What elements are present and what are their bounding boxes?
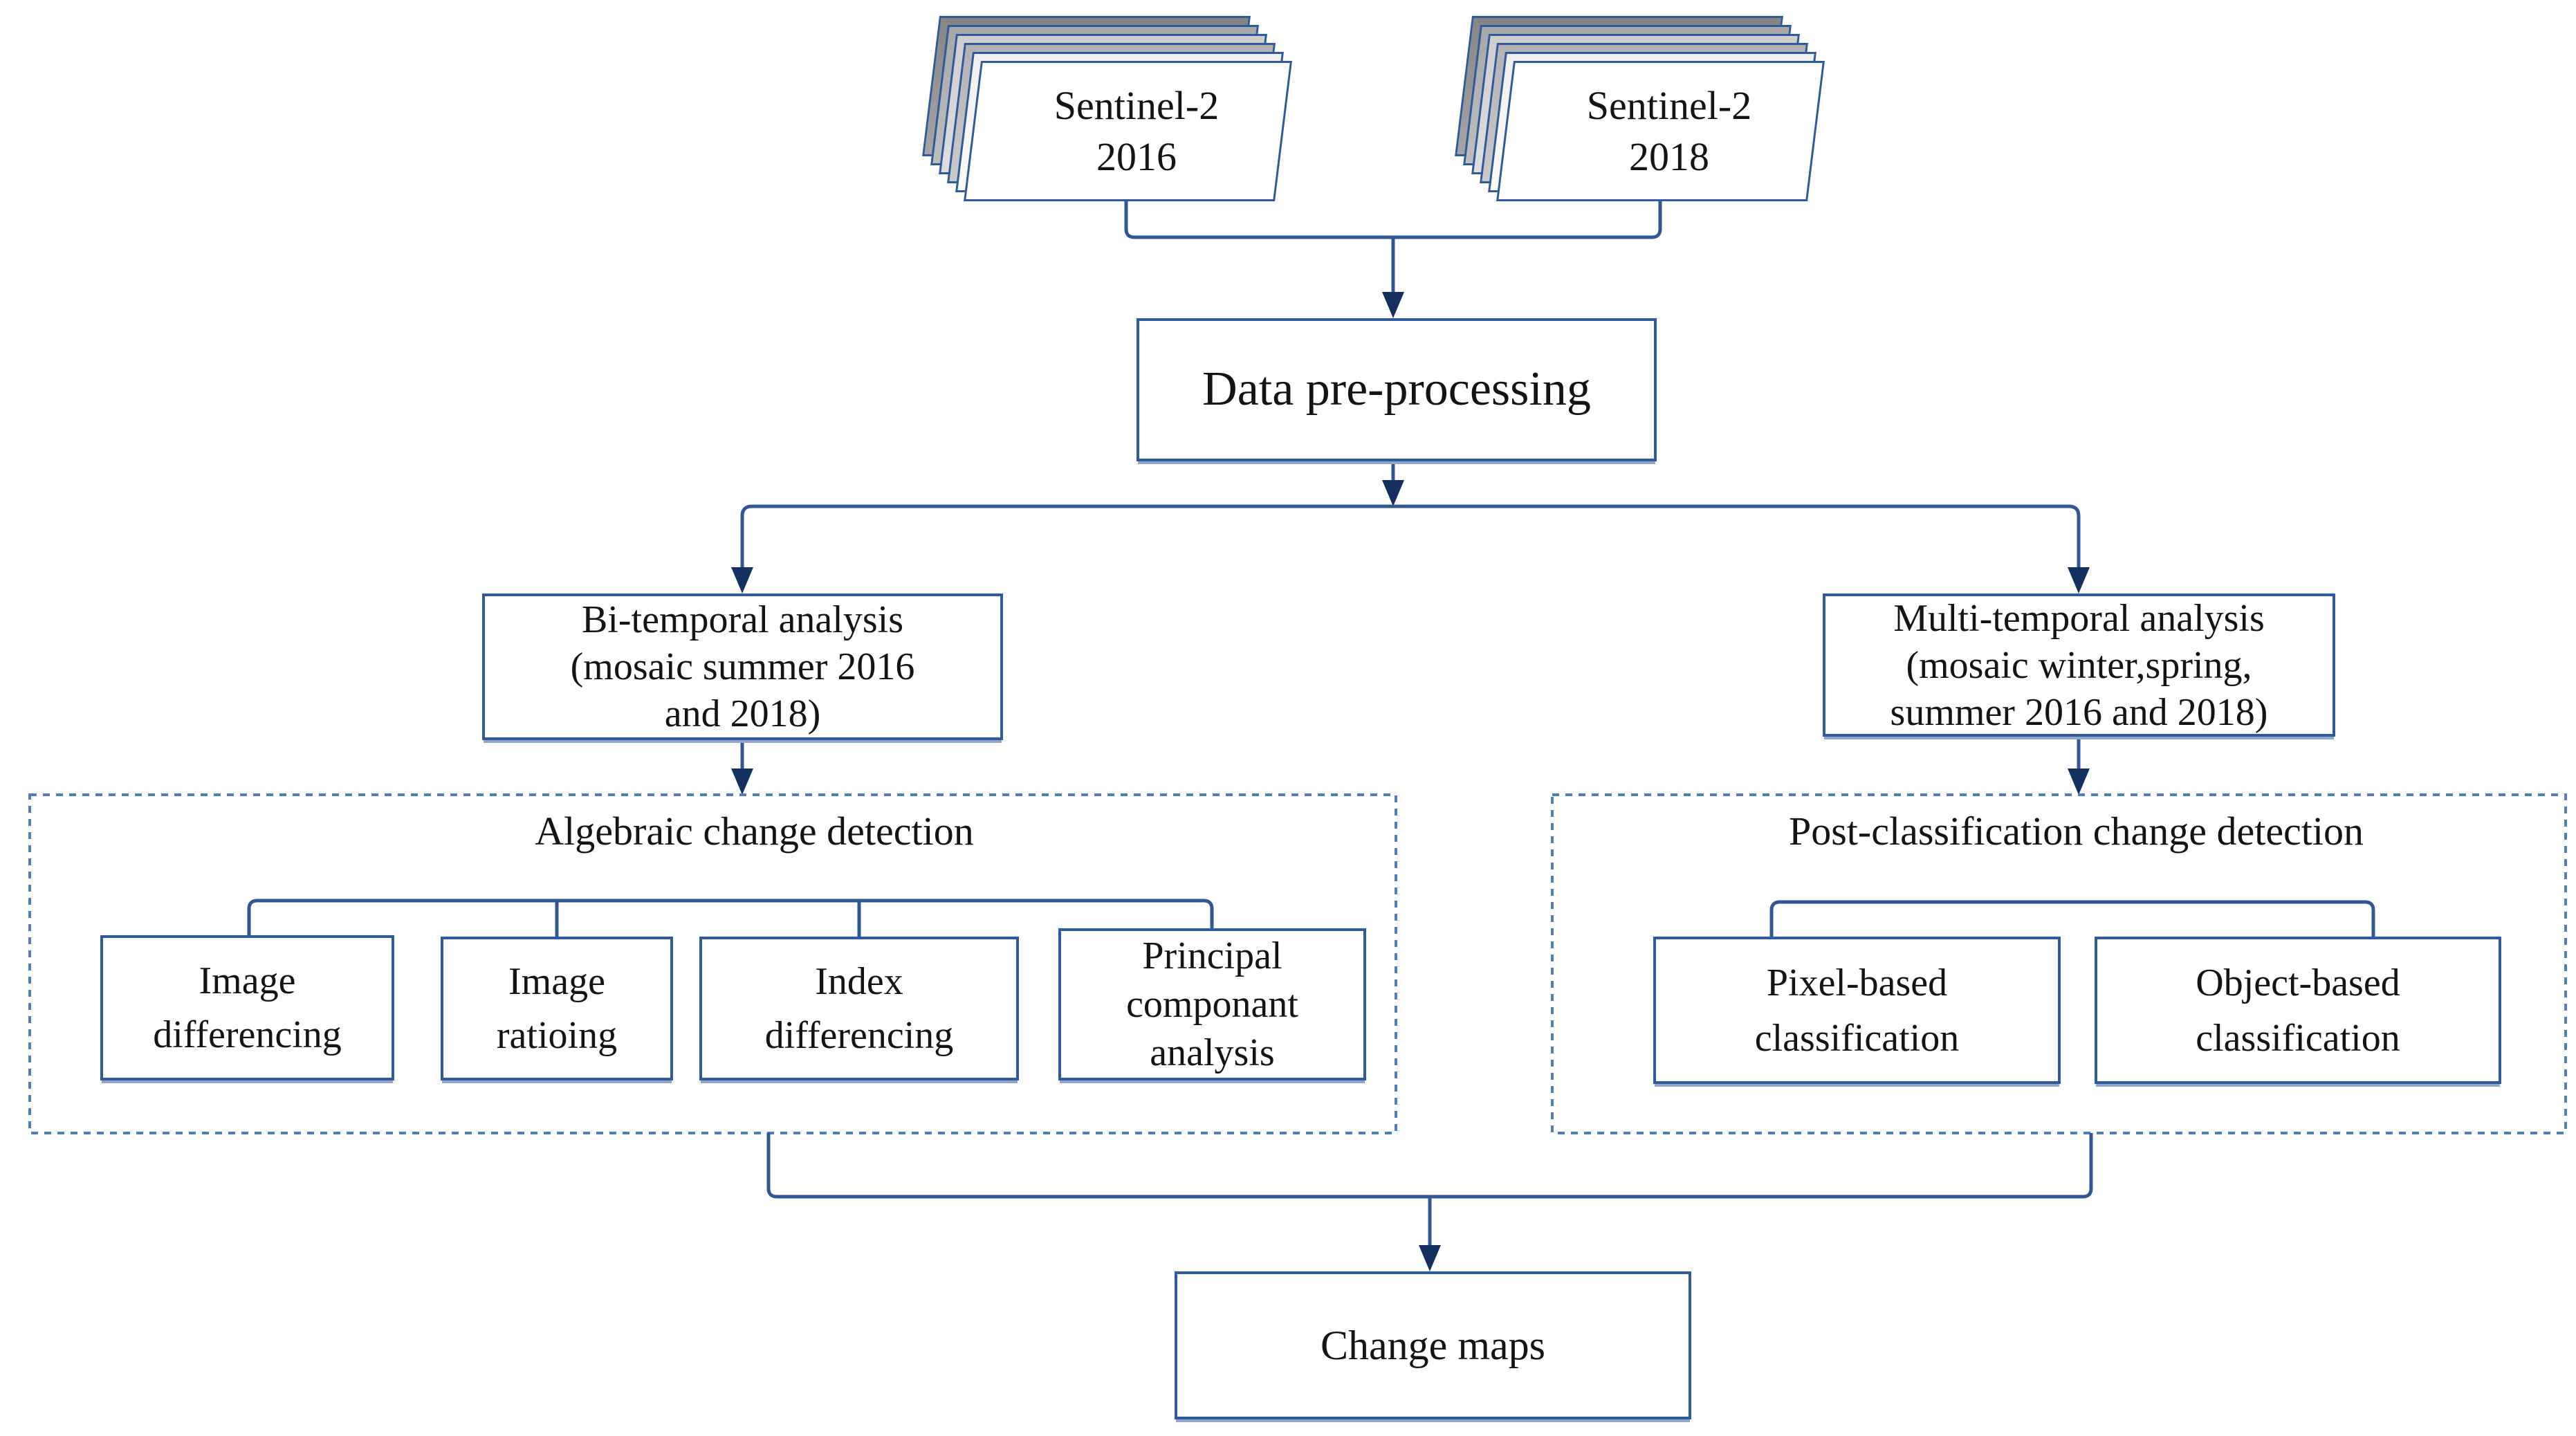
preprocessing-label: Data pre-processing	[1202, 362, 1591, 416]
method-line: differencing	[764, 1014, 954, 1057]
method-line: classification	[2196, 1016, 2400, 1060]
bitemporal-analysis-box: Bi-temporal analysis (mosaic summer 2016…	[482, 593, 1003, 740]
index-differencing-box: Index differencing	[699, 937, 1019, 1080]
method-line: Object-based	[2196, 961, 2400, 1004]
method-line: Principal	[1142, 935, 1282, 977]
arrowhead-into-change-maps	[1419, 1245, 1441, 1271]
method-line: analysis	[1150, 1031, 1275, 1074]
postclass-group-title: Post-classification change detection	[1788, 809, 2364, 854]
change-maps-box: Change maps	[1175, 1271, 1691, 1419]
postclass-group-border	[1551, 793, 2567, 1134]
method-line: Image	[508, 960, 605, 1003]
arrowhead-onto-split-line	[1382, 480, 1404, 506]
stack-label-line2: 2018	[1629, 134, 1709, 179]
bitemporal-line: (mosaic summer 2016	[570, 645, 915, 688]
method-line: Image	[199, 959, 296, 1002]
arrowhead-into-preprocessing	[1382, 292, 1404, 318]
method-line: componant	[1126, 983, 1298, 1026]
arrowhead-into-algebraic	[731, 768, 753, 795]
sentinel-2018-stack: Sentinel-2 2018	[1455, 16, 1873, 248]
postclass-bracket	[1769, 900, 2375, 938]
arrowhead-into-bitemporal	[731, 567, 753, 593]
method-line: Index	[815, 960, 903, 1003]
stack-label-line1: Sentinel-2	[1054, 82, 1220, 128]
connector-stacks-bracket	[1124, 201, 1662, 292]
preprocessing-box: Data pre-processing	[1137, 318, 1657, 461]
multitemporal-line: Multi-temporal analysis	[1893, 596, 2265, 640]
stack-label-line1: Sentinel-2	[1586, 82, 1752, 128]
principal-component-analysis-box: Principal componant analysis	[1058, 928, 1366, 1080]
method-line: Pixel-based	[1766, 961, 1948, 1004]
stack-label-line2: 2016	[1096, 134, 1177, 179]
algebraic-group-border	[28, 793, 1397, 1134]
multitemporal-line: summer 2016 and 2018)	[1890, 690, 2268, 734]
sentinel-2016-label: Sentinel-2 2016	[981, 61, 1292, 201]
arrowhead-into-multitemporal	[2068, 567, 2090, 593]
bitemporal-line: Bi-temporal analysis	[581, 598, 903, 641]
image-ratioing-box: Image ratioing	[441, 937, 673, 1080]
object-based-classification-box: Object-based classification	[2095, 937, 2501, 1084]
algebraic-group-title: Algebraic change detection	[535, 809, 974, 854]
method-line: ratioing	[496, 1014, 618, 1057]
multitemporal-analysis-box: Multi-temporal analysis (mosaic winter,s…	[1823, 593, 2335, 737]
arrowhead-into-postclass	[2068, 768, 2090, 795]
bitemporal-line: and 2018)	[664, 692, 821, 735]
sentinel-2018-label: Sentinel-2 2018	[1514, 61, 1825, 201]
algebraic-bracket	[247, 899, 1214, 938]
method-line: differencing	[153, 1013, 342, 1056]
collector-line	[766, 1133, 2093, 1245]
sentinel-2016-stack: Sentinel-2 2016	[922, 16, 1341, 248]
change-maps-label: Change maps	[1321, 1322, 1545, 1368]
pixel-based-classification-box: Pixel-based classification	[1653, 937, 2061, 1084]
split-line	[740, 504, 2081, 567]
image-differencing-box: Image differencing	[100, 935, 394, 1080]
method-line: classification	[1754, 1016, 1960, 1060]
multitemporal-line: (mosaic winter,spring,	[1906, 643, 2252, 687]
